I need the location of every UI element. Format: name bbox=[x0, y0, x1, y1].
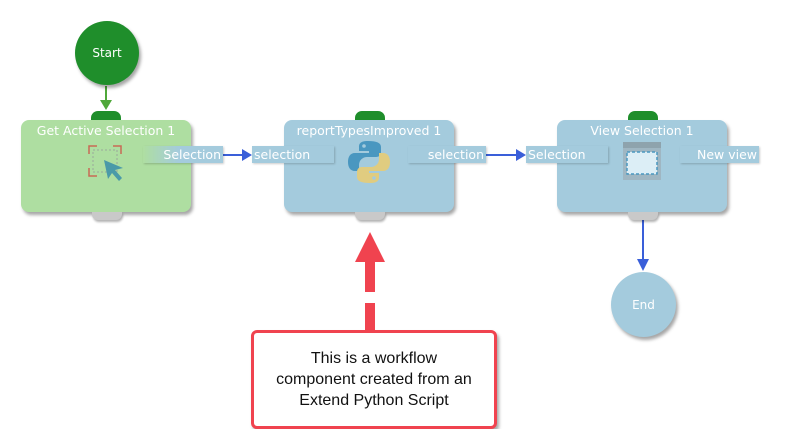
connector-selection-2 bbox=[485, 149, 526, 161]
node-title: Get Active Selection 1 bbox=[36, 123, 176, 138]
node1-input-tab[interactable] bbox=[91, 111, 121, 121]
start-connector bbox=[100, 86, 112, 110]
node3-output-port[interactable]: New view bbox=[680, 146, 759, 163]
node3-input-tab[interactable] bbox=[628, 111, 658, 121]
workflow-node-get-active-selection[interactable]: Get Active Selection 1 bbox=[21, 120, 191, 212]
node2-input-port[interactable]: selection bbox=[252, 146, 334, 163]
callout-line: Extend Python Script bbox=[299, 392, 449, 409]
callout-arrow bbox=[355, 232, 385, 330]
end-label: End bbox=[632, 297, 655, 312]
cursor-selection-icon bbox=[88, 145, 123, 181]
node3-input-port[interactable]: Selection bbox=[526, 146, 608, 163]
node1-output-tab[interactable] bbox=[92, 212, 122, 220]
callout-arrow-head bbox=[355, 232, 385, 262]
annotation-callout: This is a workflow component created fro… bbox=[251, 330, 497, 429]
start-label: Start bbox=[92, 46, 122, 60]
node2-output-tab[interactable] bbox=[355, 212, 385, 220]
workflow-node-view-selection[interactable]: View Selection 1 bbox=[557, 120, 727, 212]
end-connector bbox=[637, 219, 649, 271]
end-node[interactable]: End bbox=[611, 272, 676, 337]
callout-line: component created from an bbox=[276, 371, 472, 388]
node2-output-port[interactable]: selection bbox=[408, 146, 486, 163]
node3-output-tab[interactable] bbox=[628, 212, 658, 220]
view-selection-icon bbox=[623, 142, 661, 180]
workflow-node-report-types-improved[interactable]: reportTypesImproved 1 bbox=[284, 120, 454, 212]
node-title: View Selection 1 bbox=[590, 123, 694, 138]
callout-line: This is a workflow bbox=[310, 350, 438, 367]
node2-input-tab[interactable] bbox=[355, 111, 385, 121]
node-title: reportTypesImproved 1 bbox=[296, 123, 442, 138]
connector-selection-1 bbox=[222, 149, 252, 161]
callout-arrow-shaft-1 bbox=[365, 262, 375, 292]
python-icon bbox=[348, 141, 390, 183]
callout-arrow-shaft-2 bbox=[365, 303, 375, 330]
callout-text: This is a workflow component created fro… bbox=[276, 348, 472, 411]
start-node[interactable]: Start bbox=[75, 21, 139, 85]
node1-output-port[interactable]: Selection bbox=[143, 146, 223, 163]
